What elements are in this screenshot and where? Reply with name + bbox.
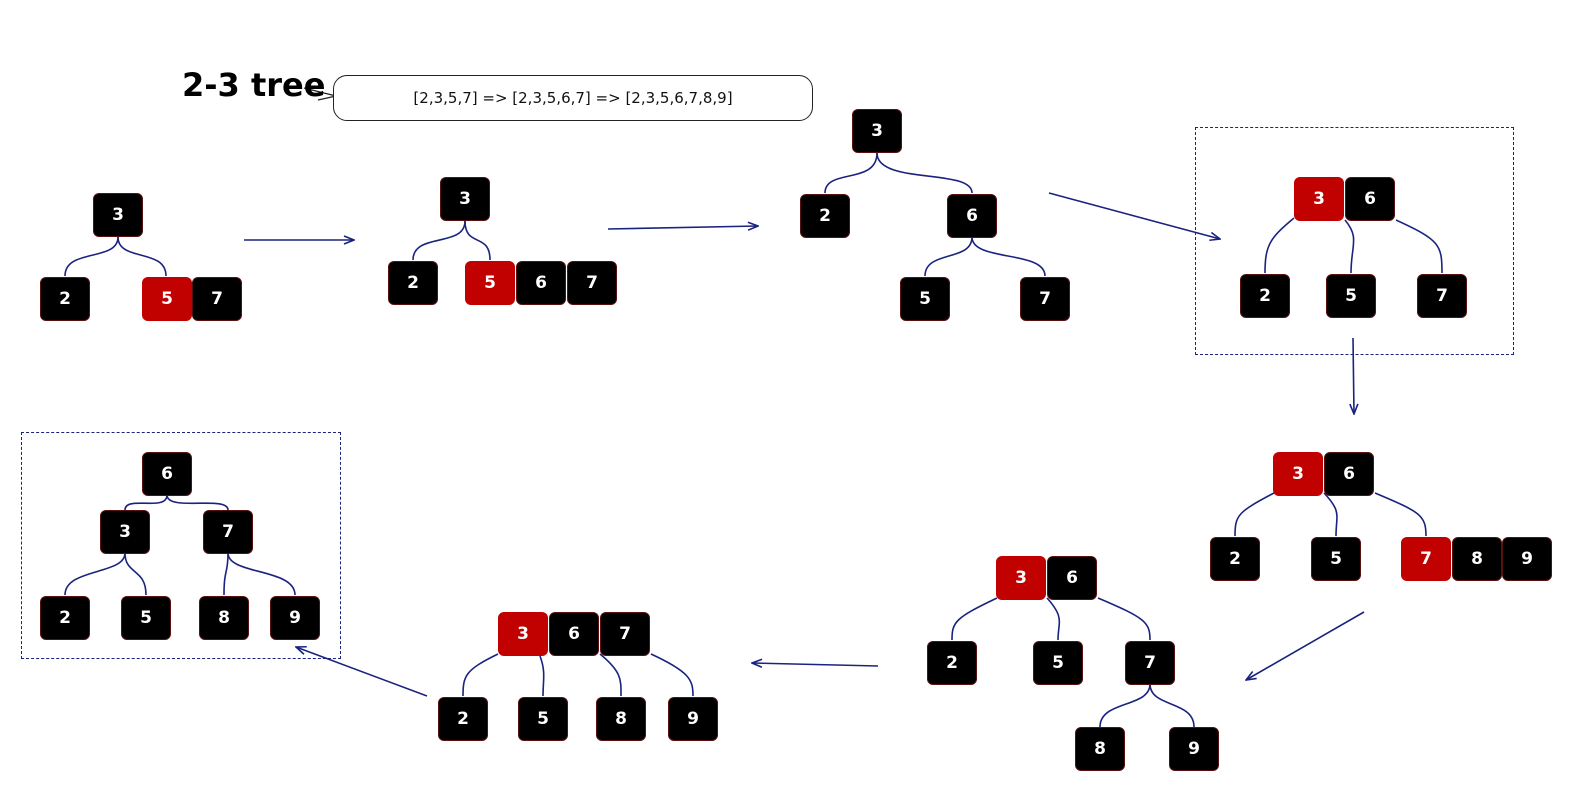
arrow-5-to-6 (1246, 611, 1365, 680)
tree-node: 5 (465, 261, 515, 305)
tree-node: 8 (1452, 537, 1502, 581)
edge (951, 597, 998, 641)
tree-node: 6 (1047, 556, 1097, 600)
arrow-4-to-5 (1353, 337, 1354, 414)
edge (1395, 219, 1443, 274)
tree-node: 3 (100, 510, 150, 554)
edge (1234, 492, 1275, 537)
edge (462, 653, 499, 697)
tree-node: 2 (800, 194, 850, 238)
arrow-7-to-8 (296, 647, 428, 697)
edge (599, 653, 622, 697)
edge (1374, 492, 1427, 537)
tree-node: 7 (203, 510, 253, 554)
tree-node: 5 (1311, 537, 1361, 581)
edge (464, 220, 491, 261)
edge (124, 552, 147, 596)
callout-box: [2,3,5,7] => [2,3,5,6,7] => [2,3,5,6,7,8… (333, 75, 813, 121)
edge (223, 552, 229, 596)
tree-node: 5 (518, 697, 568, 741)
tree-node: 9 (1502, 537, 1552, 581)
callout-text: [2,3,5,7] => [2,3,5,6,7] => [2,3,5,6,7,8… (413, 89, 733, 107)
tree-node: 7 (1125, 641, 1175, 685)
edge (1149, 683, 1195, 728)
tree-node: 6 (516, 261, 566, 305)
tree-node: 3 (996, 556, 1046, 600)
edge (824, 152, 878, 194)
edge (1099, 683, 1151, 728)
arrow-2-to-3 (607, 226, 758, 229)
tree-node: 3 (93, 193, 143, 237)
edge (1344, 219, 1355, 274)
tree-node: 7 (192, 277, 242, 321)
tree-node: 8 (199, 596, 249, 640)
tree-node: 2 (40, 596, 90, 640)
arrow-6-to-7 (752, 663, 879, 666)
tree-node: 5 (1033, 641, 1083, 685)
tree-node: 7 (1020, 277, 1070, 321)
tree-node: 2 (1210, 537, 1260, 581)
tree-edges (64, 152, 1443, 728)
edge (166, 494, 229, 511)
edge (924, 236, 973, 277)
highlight-box-final (21, 432, 341, 659)
edge (64, 552, 126, 596)
edge (1264, 217, 1295, 274)
tree-node: 3 (1294, 177, 1344, 221)
tree-node: 5 (1326, 274, 1376, 318)
tree-node: 6 (1345, 177, 1395, 221)
edge (1097, 597, 1151, 641)
tree-node: 6 (142, 452, 192, 496)
edge (539, 655, 545, 697)
tree-node: 3 (852, 109, 902, 153)
edge (227, 552, 296, 596)
edge (124, 494, 168, 511)
tree-node: 5 (900, 277, 950, 321)
edge (412, 220, 466, 261)
diagram-title: 2-3 tree (182, 66, 326, 104)
edge (1323, 492, 1338, 537)
tree-node: 7 (600, 612, 650, 656)
tree-node: 3 (440, 177, 490, 221)
tree-node: 9 (668, 697, 718, 741)
tree-node: 6 (549, 612, 599, 656)
tree-node: 2 (40, 277, 90, 321)
transition-arrows (244, 192, 1365, 697)
tree-node: 3 (498, 612, 548, 656)
tree-node: 5 (142, 277, 192, 321)
tree-node: 9 (270, 596, 320, 640)
edge (971, 236, 1046, 277)
tree-node: 5 (121, 596, 171, 640)
edge (876, 152, 973, 194)
arrow-3-to-4 (1048, 192, 1220, 239)
edge (117, 236, 167, 277)
tree-node: 3 (1273, 452, 1323, 496)
tree-node: 9 (1169, 727, 1219, 771)
tree-node: 8 (1075, 727, 1125, 771)
tree-node: 2 (388, 261, 438, 305)
tree-node: 7 (567, 261, 617, 305)
tree-node: 6 (947, 194, 997, 238)
tree-node: 2 (927, 641, 977, 685)
edge (650, 653, 694, 697)
tree-node: 7 (1401, 537, 1451, 581)
tree-node: 2 (438, 697, 488, 741)
edge (64, 236, 119, 277)
tree-node: 8 (596, 697, 646, 741)
tree-node: 7 (1417, 274, 1467, 318)
highlight-box-top (1195, 127, 1514, 355)
tree-node: 2 (1240, 274, 1290, 318)
edge (1046, 597, 1061, 641)
tree-node: 6 (1324, 452, 1374, 496)
